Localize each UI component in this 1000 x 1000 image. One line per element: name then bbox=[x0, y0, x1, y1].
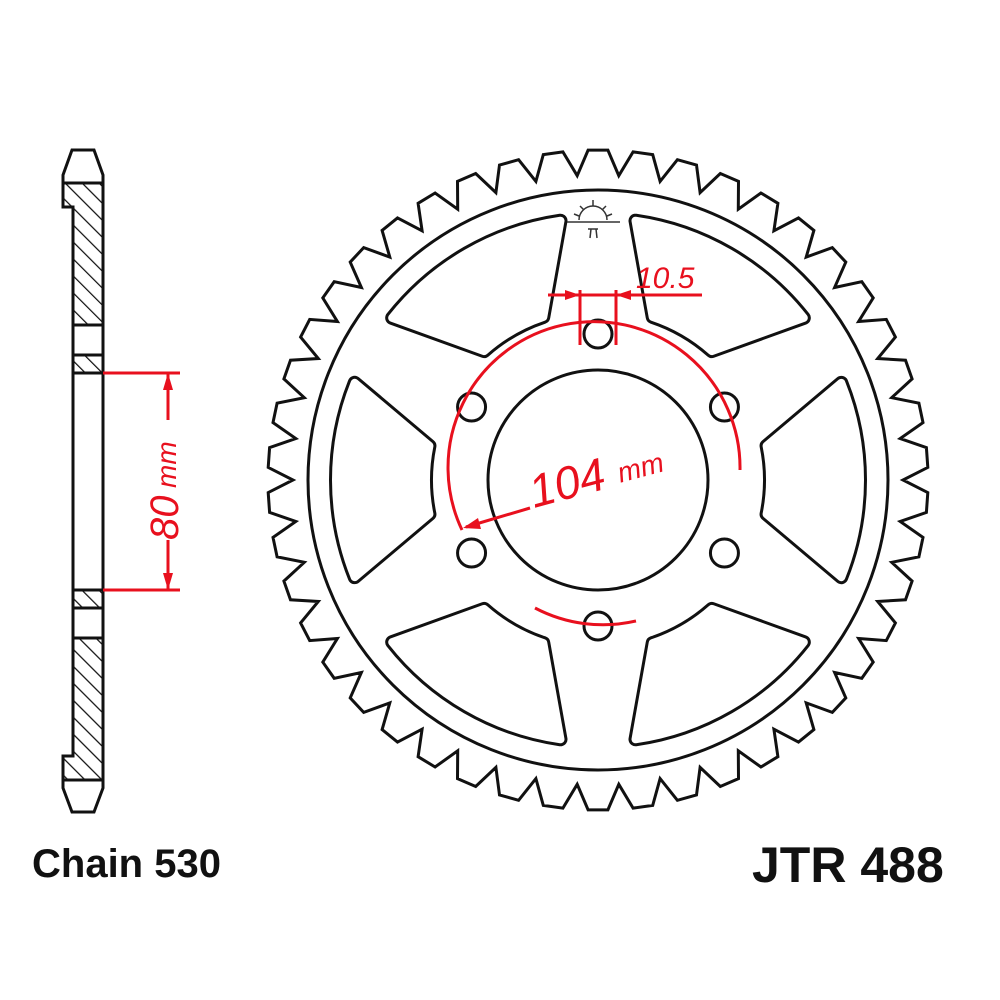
bolt-hole bbox=[708, 391, 740, 423]
center-bore-unit: mm bbox=[151, 441, 182, 488]
profile-bottom-hatch-small bbox=[71, 588, 105, 610]
profile-bottom-hatch bbox=[61, 636, 105, 782]
lightening-window bbox=[631, 216, 808, 356]
bolt-hole bbox=[456, 391, 488, 423]
bolt-hole bbox=[456, 537, 488, 569]
profile-bottom-tooth bbox=[61, 778, 105, 814]
profile-top-hatch bbox=[61, 181, 105, 327]
chain-label: Chain 530 bbox=[32, 842, 221, 886]
bolt-circle-arc bbox=[446, 320, 742, 531]
dimensions bbox=[103, 290, 742, 627]
lightening-window bbox=[762, 378, 864, 582]
profile-bottom-gap bbox=[71, 606, 105, 640]
lightening-window bbox=[332, 378, 434, 582]
bore-arrow-top bbox=[163, 373, 173, 390]
profile-top-tooth bbox=[61, 148, 105, 185]
center-bore-value: 80 bbox=[143, 496, 187, 541]
bore-arrow-bottom bbox=[163, 573, 173, 590]
bolt-circle-arc-lower bbox=[534, 606, 637, 627]
profile-bore bbox=[71, 371, 105, 592]
lightening-window bbox=[388, 604, 565, 744]
profile-top-gap bbox=[71, 323, 105, 357]
bolt-hole bbox=[582, 318, 614, 350]
sun-logo-icon bbox=[567, 200, 620, 239]
lightening-window bbox=[631, 604, 808, 744]
profile-top-hatch-small bbox=[71, 353, 105, 375]
side-profile bbox=[61, 148, 105, 814]
inner-ring bbox=[306, 188, 890, 772]
center-bore bbox=[486, 368, 710, 592]
bolt-circle-arrow bbox=[463, 518, 481, 529]
part-number: JTR 488 bbox=[752, 837, 944, 893]
slot-width-label: 10.5 bbox=[636, 262, 695, 295]
lightening-window bbox=[388, 216, 565, 356]
lightening-windows bbox=[329, 213, 867, 747]
slot-arrow-right bbox=[616, 290, 631, 300]
slot-arrow-left bbox=[565, 290, 580, 300]
bolt-hole bbox=[708, 537, 740, 569]
sprocket-face bbox=[266, 148, 930, 812]
